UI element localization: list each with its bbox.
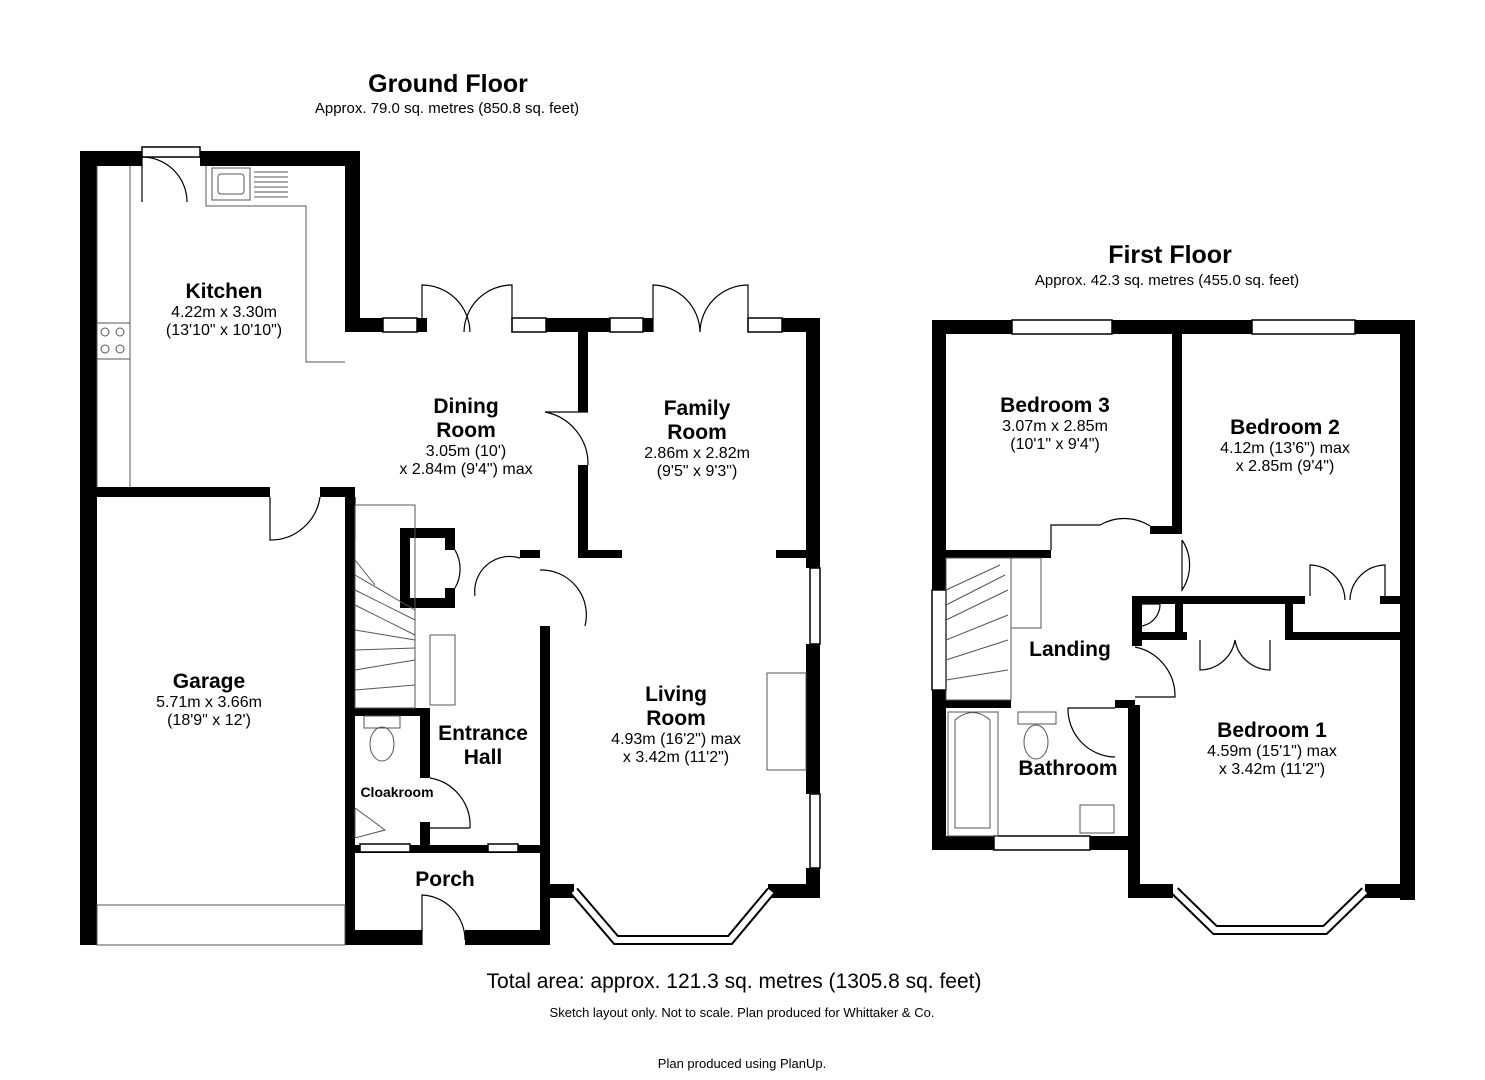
ground-floor-plan	[80, 146, 821, 946]
garage-dim-metric: 5.71m x 3.66m	[156, 694, 262, 711]
dining-room-name-line1: Dining	[433, 395, 499, 418]
dining-room-name-line2: Room	[436, 419, 496, 442]
kitchen-dim-metric: 4.22m x 3.30m	[171, 304, 277, 321]
bedroom-3-name: Bedroom 3	[1000, 394, 1110, 417]
bedroom-1-dim2: x 3.42m (11'2")	[1218, 761, 1326, 778]
family-room-dim2: (9'5" x 9'3")	[656, 463, 738, 480]
garage-door	[96, 904, 346, 946]
bedroom-2-dim1: 4.12m (13'6") max	[1220, 440, 1350, 457]
cloakroom-name: Cloakroom	[360, 784, 434, 800]
garage-name: Garage	[172, 670, 246, 693]
bedroom-2-label: Bedroom 2 4.12m (13'6") max x 2.85m (9'4…	[1220, 416, 1350, 476]
plan-credit: Plan produced using PlanUp.	[657, 1056, 827, 1071]
bathroom-fixtures	[947, 711, 1115, 837]
first-floor-windows	[931, 319, 1369, 935]
kitchen-dim-imperial: (13'10" x 10'10")	[165, 322, 283, 339]
ground-floor-walls	[80, 151, 820, 945]
first-floor-walls	[932, 320, 1415, 900]
kitchen-name: Kitchen	[185, 280, 263, 303]
family-room-label: Family Room 2.86m x 2.82m (9'5" x 9'3")	[644, 397, 750, 481]
kitchen-fixtures	[96, 166, 345, 487]
first-floor-internal-walls	[946, 334, 1400, 708]
cloakroom-fixtures	[354, 715, 401, 839]
first-floor-doors	[1050, 517, 1386, 758]
living-room-label: Living Room 4.93m (16'2") max x 3.42m (1…	[611, 683, 741, 767]
living-room-dim1: 4.93m (16'2") max	[611, 731, 741, 748]
bedroom-3-dim1: 3.07m x 2.85m	[1002, 418, 1108, 435]
fireplace	[766, 672, 807, 771]
entrance-hall-name-line1: Entrance	[438, 722, 528, 745]
bedroom-2-dim2: x 2.85m (9'4")	[1235, 458, 1335, 475]
first-floor-plan	[931, 319, 1415, 935]
disclaimer-text: Sketch layout only. Not to scale. Plan p…	[549, 1005, 935, 1020]
family-room-name-line1: Family	[663, 397, 731, 420]
dining-room-label: Dining Room 3.05m (10') x 2.84m (9'4") m…	[399, 395, 532, 479]
kitchen-label: Kitchen 4.22m x 3.30m (13'10" x 10'10")	[166, 280, 282, 340]
entrance-hall-label: Entrance Hall	[438, 722, 528, 770]
dining-room-dim1: 3.05m (10')	[425, 443, 507, 460]
family-room-name-line2: Room	[667, 421, 727, 444]
first-floor-title: First Floor	[1108, 241, 1232, 269]
bedroom-3-label: Bedroom 3 3.07m x 2.85m (10'1" x 9'4")	[1000, 394, 1110, 454]
family-room-dim1: 2.86m x 2.82m	[644, 445, 750, 462]
bedroom-1-label: Bedroom 1 4.59m (15'1") max x 3.42m (11'…	[1207, 719, 1337, 779]
living-room-name-line2: Room	[646, 707, 706, 730]
dining-room-dim2: x 2.84m (9'4") max	[399, 461, 533, 478]
bedroom-1-name: Bedroom 1	[1217, 719, 1327, 742]
ground-floor-doors	[141, 156, 749, 945]
first-floor-area: Approx. 42.3 sq. metres (455.0 sq. feet)	[1034, 272, 1300, 289]
entrance-hall-name-line2: Hall	[463, 746, 503, 769]
garage-label: Garage 5.71m x 3.66m (18'9" x 12')	[156, 670, 262, 730]
ground-floor-staircase	[354, 504, 456, 709]
first-floor-staircase	[945, 557, 1042, 701]
bedroom-1-dim1: 4.59m (15'1") max	[1207, 743, 1337, 760]
ground-floor-area: Approx. 79.0 sq. metres (850.8 sq. feet)	[314, 100, 580, 117]
porch-name: Porch	[415, 868, 475, 891]
living-room-name-line1: Living	[645, 683, 707, 706]
ground-floor-title: Ground Floor	[368, 70, 528, 98]
ground-floor-windows	[141, 146, 821, 945]
garage-dim-imperial: (18'9" x 12')	[167, 712, 251, 729]
ground-floor-internal-walls	[350, 332, 806, 853]
bedroom-2-name: Bedroom 2	[1230, 416, 1340, 439]
landing-name: Landing	[1029, 638, 1111, 661]
total-area: Total area: approx. 121.3 sq. metres (13…	[486, 970, 982, 993]
living-room-dim2: x 3.42m (11'2")	[622, 749, 730, 766]
bathroom-name: Bathroom	[1018, 757, 1118, 780]
bedroom-3-dim2: (10'1" x 9'4")	[1010, 436, 1100, 453]
